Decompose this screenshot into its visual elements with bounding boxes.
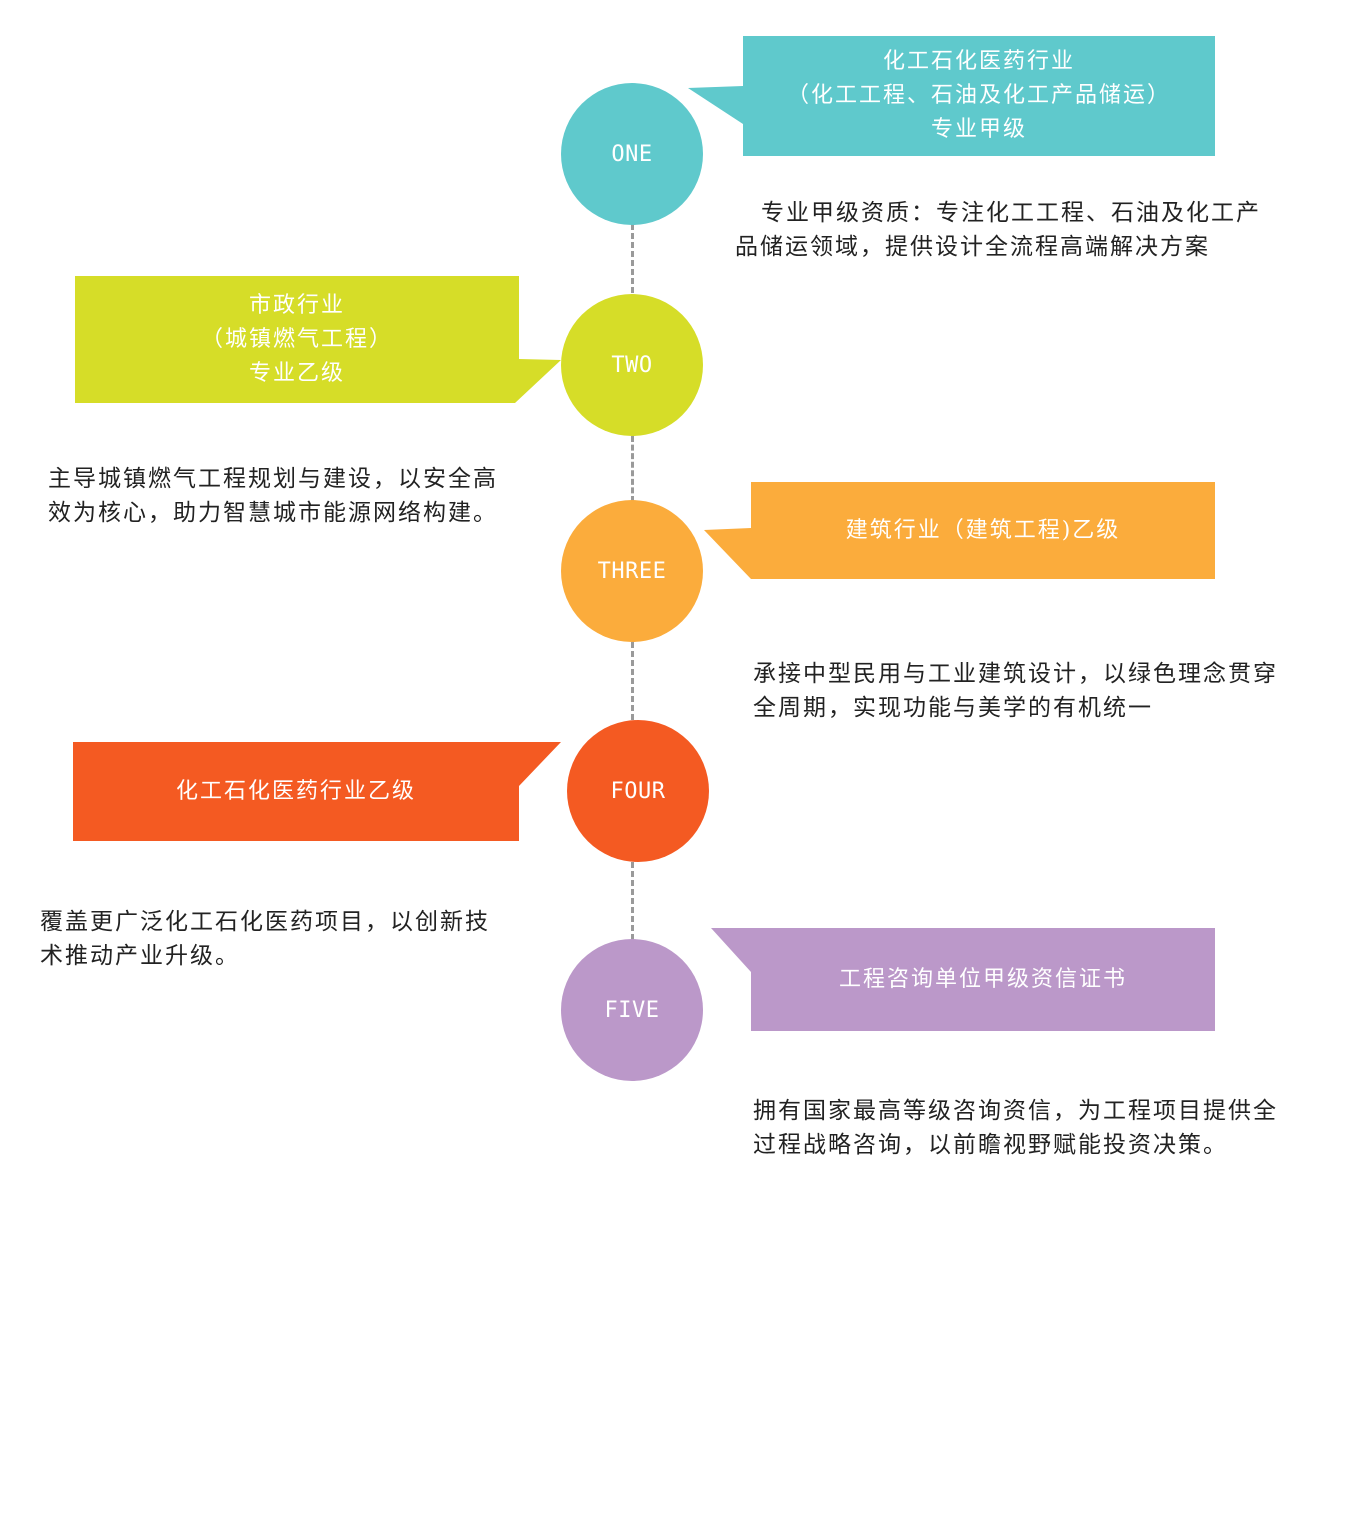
step-two-callout: 市政行业 （城镇燃气工程） 专业乙级 (75, 276, 561, 404)
node-label: THREE (597, 558, 667, 584)
title-line: 专业甲级 (930, 117, 1027, 142)
desc-line: 主导城镇燃气工程规划与建设，以安全高 (48, 466, 498, 492)
step-five-node: FIVE (561, 939, 703, 1081)
title-line: 工程咨询单位甲级资信证书 (838, 966, 1127, 992)
title-line: 化工石化医药行业 (882, 49, 1075, 74)
speech-bubble-shape (688, 36, 1215, 156)
speech-bubble-shape (704, 482, 1215, 579)
desc-line: 专业甲级资质：专注化工工程、石油及化工产 (761, 200, 1261, 226)
node-label: ONE (611, 141, 653, 167)
speech-bubble-shape (711, 928, 1215, 1031)
step-three-description: 承接中型民用与工业建筑设计，以绿色理念贯穿 全周期，实现功能与美学的有机统一 (753, 657, 1278, 725)
step-one-title: 化工石化医药行业 （化工工程、石油及化工产品储运） 专业甲级 (743, 40, 1215, 152)
title-line: 市政行业 (248, 293, 345, 318)
node-label: TWO (611, 352, 653, 378)
desc-line: 覆盖更广泛化工石化医药项目，以创新技 (40, 909, 490, 935)
step-five-title: 工程咨询单位甲级资信证书 (751, 928, 1215, 1031)
step-four-title: 化工石化医药行业乙级 (73, 742, 519, 841)
title-line: （城镇燃气工程） (200, 327, 393, 352)
step-five-description: 拥有国家最高等级咨询资信，为工程项目提供全 过程战略咨询，以前瞻视野赋能投资决策… (753, 1094, 1278, 1162)
step-four-node: FOUR (567, 720, 709, 862)
step-two-title: 市政行业 （城镇燃气工程） 专业乙级 (75, 284, 519, 396)
title-line: 专业乙级 (248, 361, 345, 386)
step-four-callout: 化工石化医药行业乙级 (73, 742, 561, 842)
step-two-node: TWO (561, 294, 703, 436)
step-three-node: THREE (561, 500, 703, 642)
step-two-description: 主导城镇燃气工程规划与建设，以安全高 效为核心，助力智慧城市能源网络构建。 (48, 462, 498, 530)
desc-line: 过程战略咨询，以前瞻视野赋能投资决策。 (753, 1132, 1228, 1158)
step-five-callout: 工程咨询单位甲级资信证书 (711, 928, 1216, 1032)
step-four-description: 覆盖更广泛化工石化医药项目，以创新技 术推动产业升级。 (40, 905, 490, 973)
desc-line: 承接中型民用与工业建筑设计，以绿色理念贯穿 (753, 661, 1278, 687)
title-line: 建筑行业（建筑工程)乙级 (845, 517, 1121, 543)
step-three-callout: 建筑行业（建筑工程)乙级 (704, 482, 1216, 580)
node-label: FOUR (610, 778, 666, 804)
connector-line (631, 642, 634, 720)
node-label: FIVE (604, 997, 660, 1023)
step-three-title: 建筑行业（建筑工程)乙级 (751, 482, 1215, 579)
desc-line: 术推动产业升级。 (40, 943, 240, 969)
speech-bubble-shape (75, 276, 561, 403)
desc-line: 品储运领域，提供设计全流程高端解决方案 (735, 234, 1210, 260)
title-line: （化工工程、石油及化工产品储运） (786, 83, 1171, 108)
connector-line (631, 862, 634, 940)
step-one-callout: 化工石化医药行业 （化工工程、石油及化工产品储运） 专业甲级 (688, 36, 1216, 157)
connector-line (631, 436, 634, 502)
desc-line: 效为核心，助力智慧城市能源网络构建。 (48, 500, 498, 526)
desc-line: 全周期，实现功能与美学的有机统一 (753, 695, 1153, 721)
desc-line: 拥有国家最高等级咨询资信，为工程项目提供全 (753, 1098, 1278, 1124)
title-line: 化工石化医药行业乙级 (175, 778, 416, 804)
speech-bubble-shape (73, 742, 561, 841)
step-one-node: ONE (561, 83, 703, 225)
connector-line (631, 224, 634, 302)
step-one-description: 专业甲级资质：专注化工工程、石油及化工产 品储运领域，提供设计全流程高端解决方案 (735, 196, 1261, 264)
